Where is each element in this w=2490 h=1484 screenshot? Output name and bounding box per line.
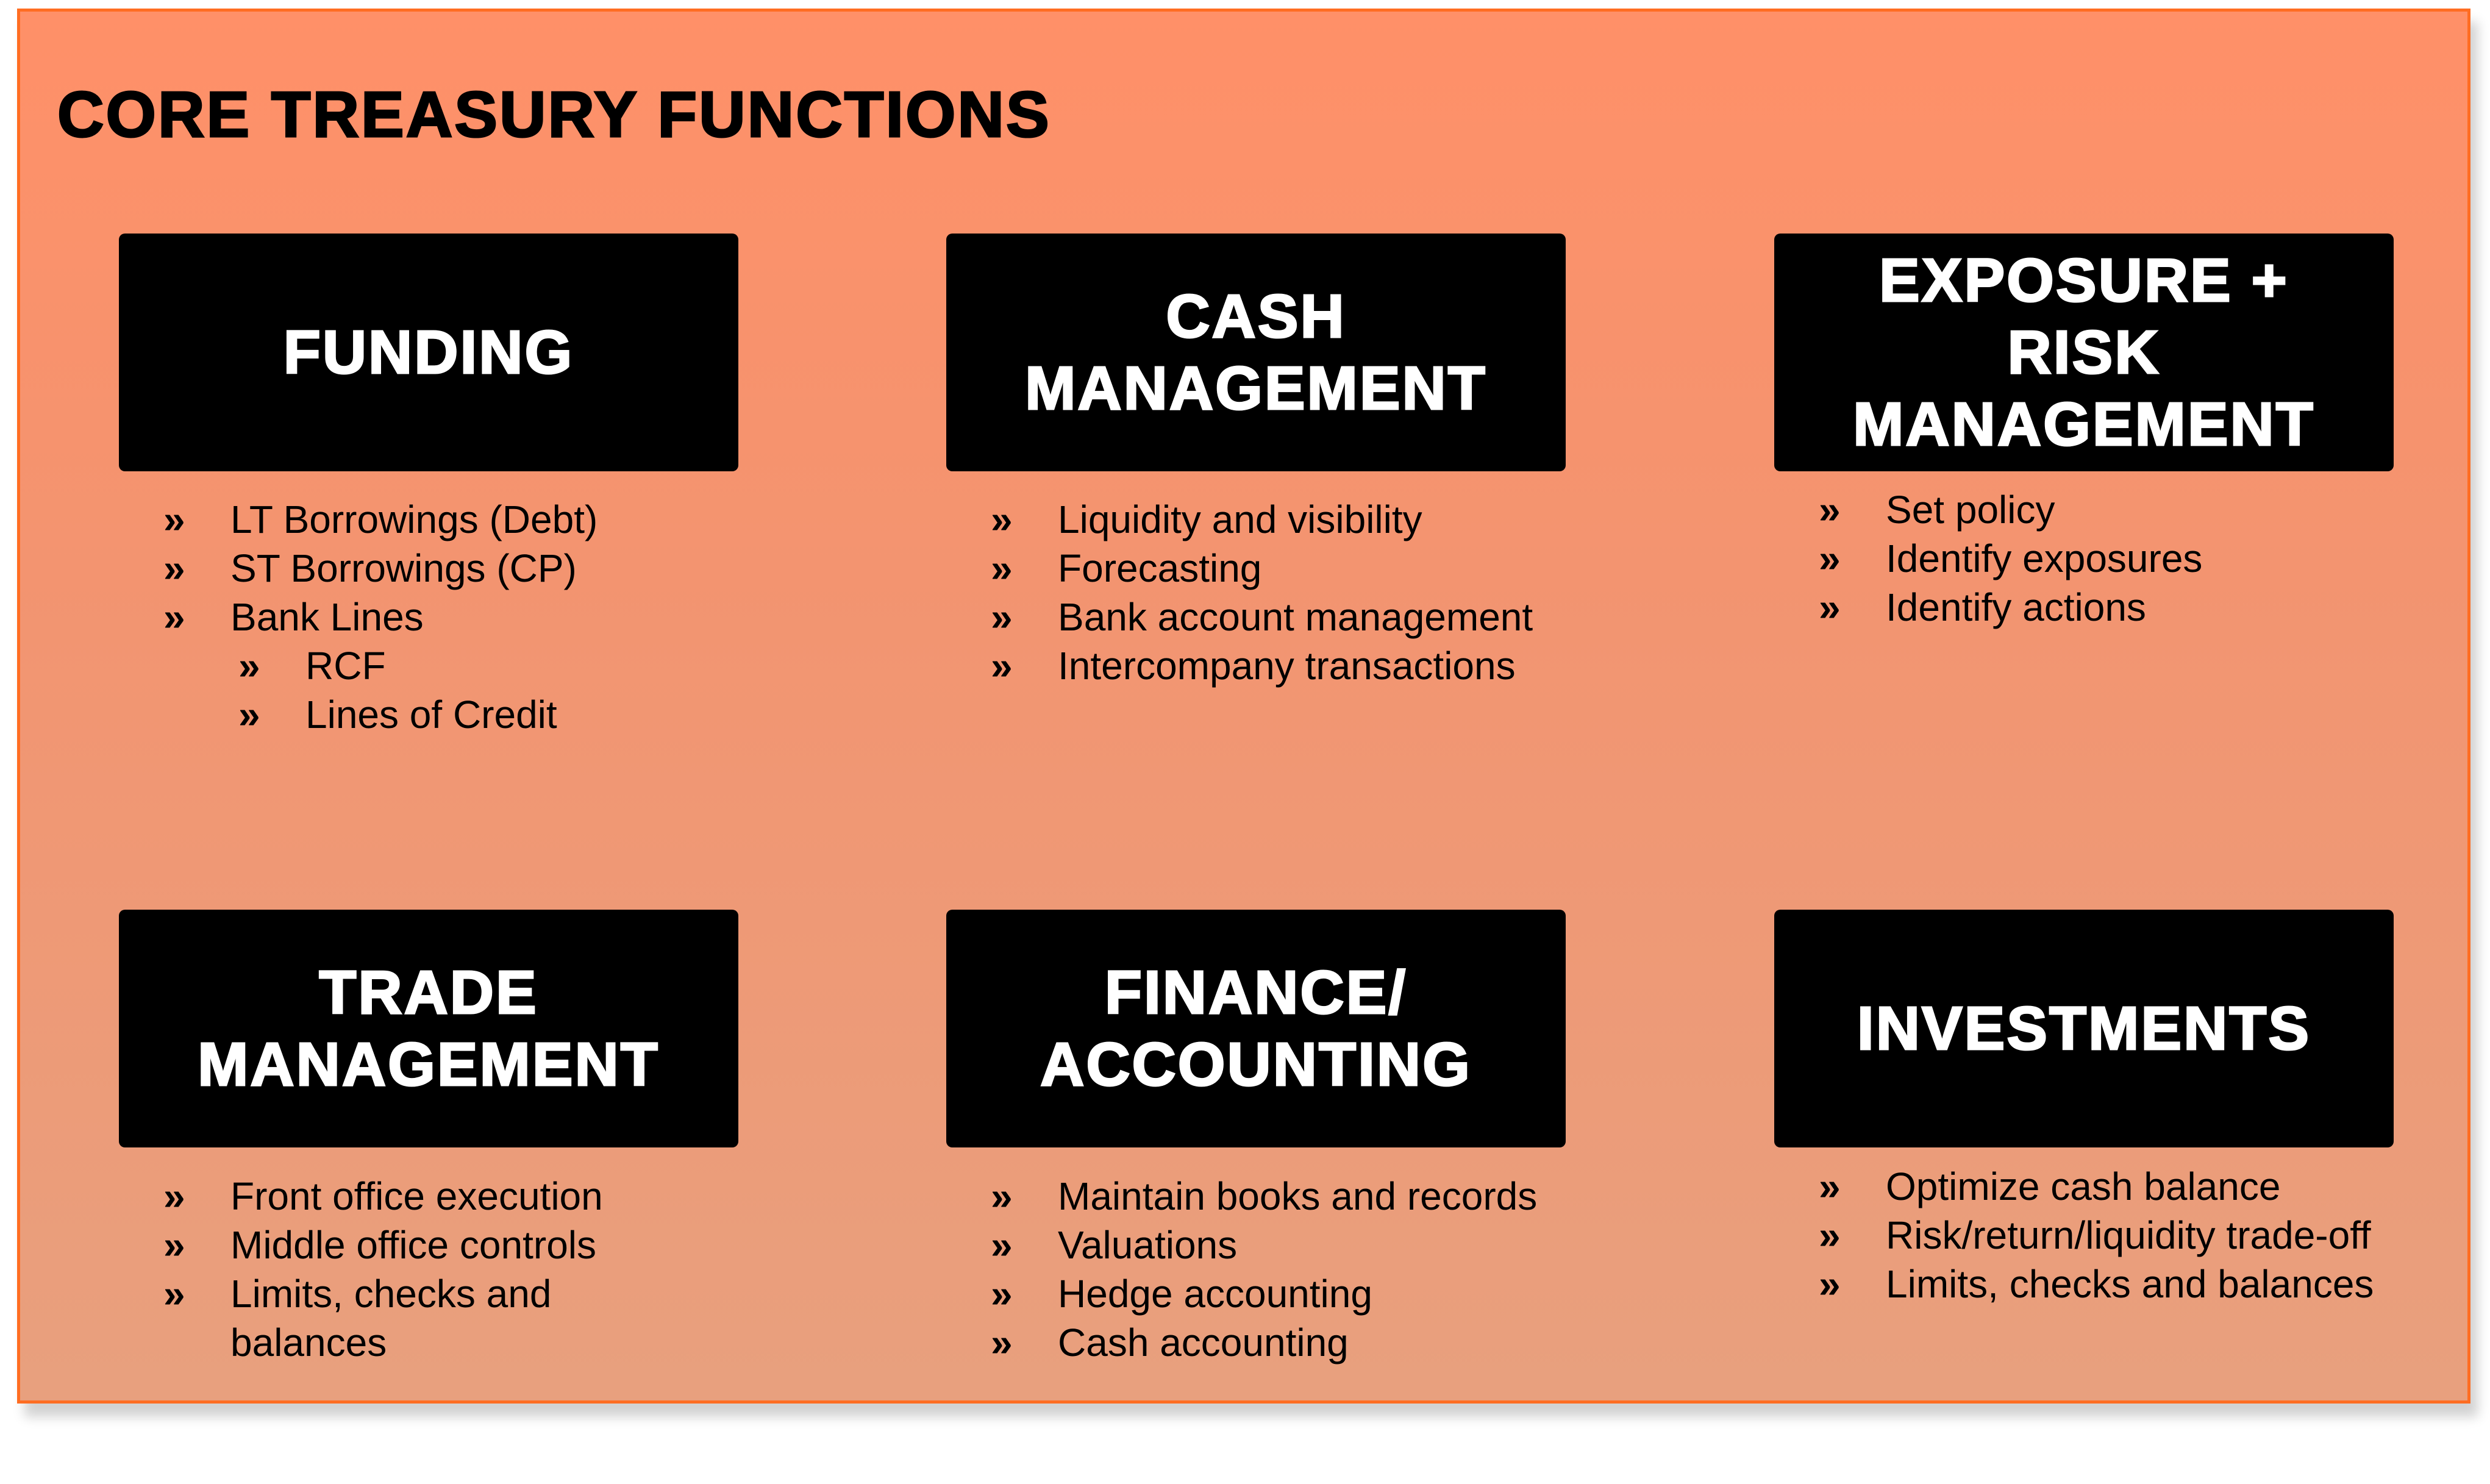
- list-item: » Bank account management: [991, 593, 1533, 641]
- bullet-chevron-icon: »: [163, 1272, 185, 1316]
- list-item-text: Identify exposures: [1886, 537, 2203, 580]
- list-item-text: Forecasting: [1058, 546, 1262, 590]
- bullet-chevron-icon: »: [238, 644, 260, 688]
- bullet-chevron-icon: »: [1819, 1213, 1841, 1257]
- list-exposure-risk-management: » Set policy » Identify exposures » Identify …: [1819, 485, 2202, 632]
- list-item: » Limits, checks and: [163, 1269, 603, 1318]
- list-item-text: Lines of Credit: [305, 693, 557, 737]
- card-heading: EXPOSURE + RISK MANAGEMENT: [1852, 246, 2315, 460]
- list-funding: » LT Borrowings (Debt) » ST Borrowings (CP)…: [163, 495, 598, 739]
- bullet-chevron-icon: »: [1819, 1262, 1841, 1306]
- bullet-chevron-icon: »: [163, 1223, 185, 1267]
- bullet-chevron-icon: »: [991, 1272, 1013, 1316]
- card-investments: INVESTMENTS: [1774, 910, 2394, 1147]
- list-item-text: Set policy: [1886, 488, 2055, 532]
- bullet-chevron-icon: »: [163, 595, 185, 639]
- list-item-text: Identify actions: [1886, 585, 2146, 629]
- list-item: » Limits, checks and balances: [1819, 1260, 2374, 1308]
- bullet-chevron-icon: »: [163, 498, 185, 541]
- bullet-chevron-icon: »: [163, 1174, 185, 1218]
- list-item-text: balances: [230, 1321, 387, 1364]
- list-item-text: Risk/return/liquidity trade-off: [1886, 1213, 2371, 1257]
- card-finance-accounting: FINANCE/ ACCOUNTING: [946, 910, 1566, 1147]
- list-item-text: RCF: [305, 644, 386, 688]
- list-item-text: Maintain books and records: [1058, 1174, 1538, 1218]
- list-item-text: Middle office controls: [230, 1223, 596, 1267]
- bullet-chevron-icon: »: [991, 498, 1013, 541]
- list-item-text: Bank account management: [1058, 595, 1533, 639]
- list-item-text: Limits, checks and: [230, 1272, 552, 1316]
- bullet-chevron-icon: »: [1819, 488, 1841, 532]
- list-item: » Cash accounting: [991, 1318, 1537, 1367]
- list-item: » Identify actions: [1819, 583, 2202, 632]
- list-item: » RCF: [163, 641, 598, 690]
- list-item-text: Cash accounting: [1058, 1321, 1349, 1364]
- list-item: » Middle office controls: [163, 1221, 603, 1269]
- bullet-chevron-icon: »: [238, 693, 260, 737]
- list-item: » Front office execution: [163, 1172, 603, 1221]
- list-item-text: ST Borrowings (CP): [230, 546, 577, 590]
- bullet-chevron-icon: »: [991, 595, 1013, 639]
- list-item: » ST Borrowings (CP): [163, 544, 598, 593]
- bullet-chevron-icon: »: [1819, 537, 1841, 580]
- bullet-chevron-icon: »: [163, 546, 185, 590]
- list-item: » Forecasting: [991, 544, 1533, 593]
- list-item-text: LT Borrowings (Debt): [230, 498, 598, 541]
- card-heading: FINANCE/ ACCOUNTING: [1040, 958, 1472, 1100]
- list-item: » Identify exposures: [1819, 534, 2202, 583]
- card-funding: FUNDING: [119, 234, 738, 471]
- list-item: » Valuations: [991, 1221, 1537, 1269]
- card-heading: INVESTMENTS: [1856, 994, 2311, 1064]
- card-heading: TRADE MANAGEMENT: [197, 958, 660, 1100]
- list-item: » Bank Lines: [163, 593, 598, 641]
- list-item: » Optimize cash balance: [1819, 1162, 2374, 1211]
- list-item: balances: [163, 1318, 603, 1367]
- bullet-chevron-icon: »: [991, 546, 1013, 590]
- list-item: » Liquidity and visibility: [991, 495, 1533, 544]
- bullet-chevron-icon: »: [991, 1174, 1013, 1218]
- list-item-text: Bank Lines: [230, 595, 424, 639]
- page-title: CORE TREASURY FUNCTIONS: [57, 78, 1051, 152]
- list-item-text: Intercompany transactions: [1058, 644, 1516, 688]
- list-trade-management: » Front office execution » Middle office co…: [163, 1172, 603, 1367]
- card-exposure-risk-management: EXPOSURE + RISK MANAGEMENT: [1774, 234, 2394, 471]
- list-item: » Hedge accounting: [991, 1269, 1537, 1318]
- list-item-text: Front office execution: [230, 1174, 603, 1218]
- card-heading: CASH MANAGEMENT: [1024, 282, 1487, 424]
- list-finance-accounting: » Maintain books and records » Valuations » H…: [991, 1172, 1537, 1367]
- list-item-text: Liquidity and visibility: [1058, 498, 1422, 541]
- card-cash-management: CASH MANAGEMENT: [946, 234, 1566, 471]
- list-item-text: Optimize cash balance: [1886, 1165, 2281, 1208]
- list-item: » Maintain books and records: [991, 1172, 1537, 1221]
- bullet-chevron-icon: »: [991, 644, 1013, 688]
- list-item: » LT Borrowings (Debt): [163, 495, 598, 544]
- bullet-chevron-icon: »: [1819, 585, 1841, 629]
- list-item-text: Valuations: [1058, 1223, 1238, 1267]
- list-investments: » Optimize cash balance » Risk/return/liqui…: [1819, 1162, 2374, 1308]
- list-item: » Intercompany transactions: [991, 641, 1533, 690]
- bullet-chevron-icon: »: [1819, 1165, 1841, 1208]
- bullet-chevron-icon: »: [991, 1321, 1013, 1364]
- list-item-text: Hedge accounting: [1058, 1272, 1372, 1316]
- card-heading: FUNDING: [282, 318, 574, 388]
- list-cash-management: » Liquidity and visibility » Forecasting » Ba…: [991, 495, 1533, 690]
- list-item: » Lines of Credit: [163, 690, 598, 739]
- list-item-text: Limits, checks and balances: [1886, 1262, 2374, 1306]
- list-item: » Risk/return/liquidity trade-off: [1819, 1211, 2374, 1260]
- card-trade-management: TRADE MANAGEMENT: [119, 910, 738, 1147]
- list-item: » Set policy: [1819, 485, 2202, 534]
- bullet-chevron-icon: »: [991, 1223, 1013, 1267]
